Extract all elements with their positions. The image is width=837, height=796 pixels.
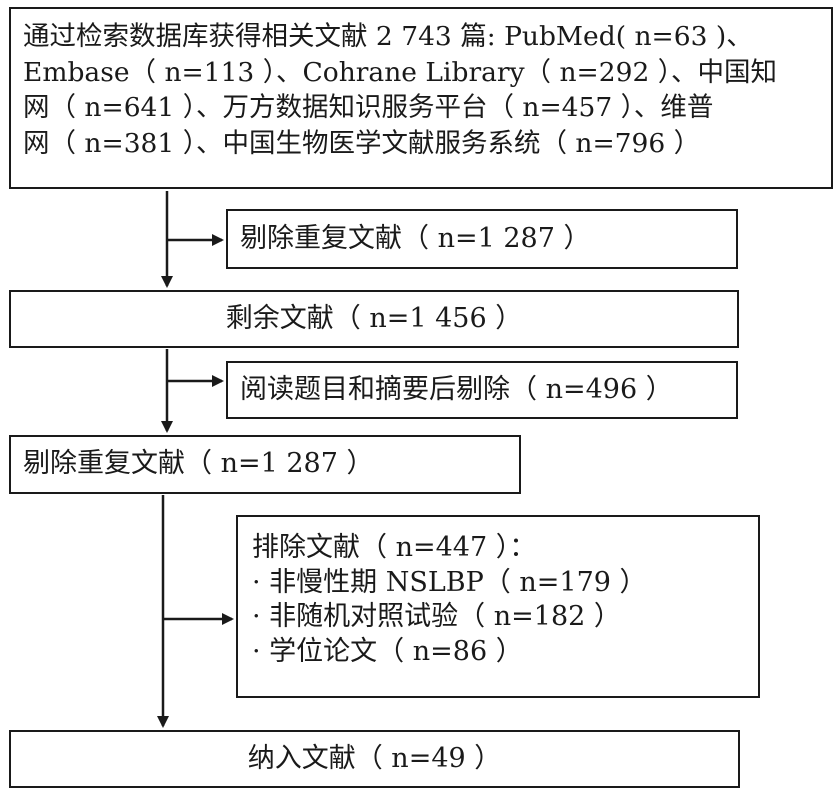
- title-abstract-excluded-box: 阅读题目和摘要后剔除（ n=496 ）: [226, 361, 738, 419]
- excluded-box: 排除文献（ n=447 ）： · 非慢性期 NSLBP（ n=179 ） · 非…: [236, 515, 760, 698]
- remaining-label: 剩余文献（ n=1 456 ）: [225, 302, 523, 334]
- excluded-item-chronic: · 非慢性期 NSLBP（ n=179 ）: [252, 566, 647, 598]
- duplicates-removed-box-1: 剔除重复文献（ n=1 287 ）: [226, 209, 738, 269]
- included-box: 纳入文献（ n=49 ）: [9, 730, 740, 788]
- included-label: 纳入文献（ n=49 ）: [247, 742, 502, 774]
- excluded-item-rct: · 非随机对照试验（ n=182 ）: [252, 601, 621, 633]
- title-abstract-excluded-label: 阅读题目和摘要后剔除（ n=496 ）: [240, 373, 673, 405]
- duplicates-removed-box-2: 剔除重复文献（ n=1 287 ）: [9, 435, 521, 494]
- excluded-item-thesis: · 学位论文（ n=86 ）: [252, 635, 523, 667]
- duplicates-removed-1-label: 剔除重复文献（ n=1 287 ）: [240, 222, 591, 254]
- search-line-4: 网（ n=381 ）、中国生物医学文献服务系统（ n=796 ）: [23, 127, 701, 159]
- remaining-box: 剩余文献（ n=1 456 ）: [9, 290, 739, 348]
- search-line-2: Embase（ n=113 ）、Cohrane Library（ n=292 ）…: [23, 56, 777, 88]
- search-line-1: 通过检索数据库获得相关文献 2 743 篇: PubMed( n=63 )、: [23, 21, 753, 52]
- search-results-box: 通过检索数据库获得相关文献 2 743 篇: PubMed( n=63 )、 E…: [9, 7, 833, 189]
- excluded-heading: 排除文献（ n=447 ）：: [252, 532, 537, 563]
- duplicates-removed-2-label: 剔除重复文献（ n=1 287 ）: [23, 448, 374, 480]
- search-line-3: 网（ n=641 ）、万方数据知识服务平台（ n=457 ）、维普: [23, 92, 714, 123]
